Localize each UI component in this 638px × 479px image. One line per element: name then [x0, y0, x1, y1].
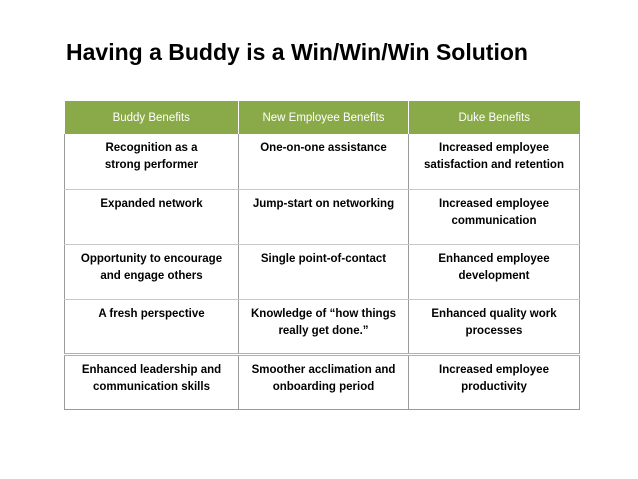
column-header-new-employee-benefits: New Employee Benefits	[238, 101, 409, 134]
benefits-table: Buddy Benefits New Employee Benefits Duk…	[64, 101, 580, 410]
table-cell: Expanded network	[64, 189, 239, 245]
column-header-buddy-benefits: Buddy Benefits	[64, 101, 239, 134]
table-cell: Single point-of-contact	[238, 244, 409, 300]
table-header-row: Buddy Benefits New Employee Benefits Duk…	[64, 101, 580, 134]
table-row: Expanded network Jump-start on networkin…	[64, 189, 580, 245]
page-title: Having a Buddy is a Win/Win/Win Solution	[66, 39, 528, 65]
table-cell: One-on-one assistance	[238, 134, 409, 190]
table-cell: Jump-start on networking	[238, 189, 409, 245]
table-cell: A fresh perspective	[64, 299, 239, 356]
column-header-duke-benefits: Duke Benefits	[408, 101, 580, 134]
table-row: A fresh perspective Knowledge of “how th…	[64, 299, 580, 356]
